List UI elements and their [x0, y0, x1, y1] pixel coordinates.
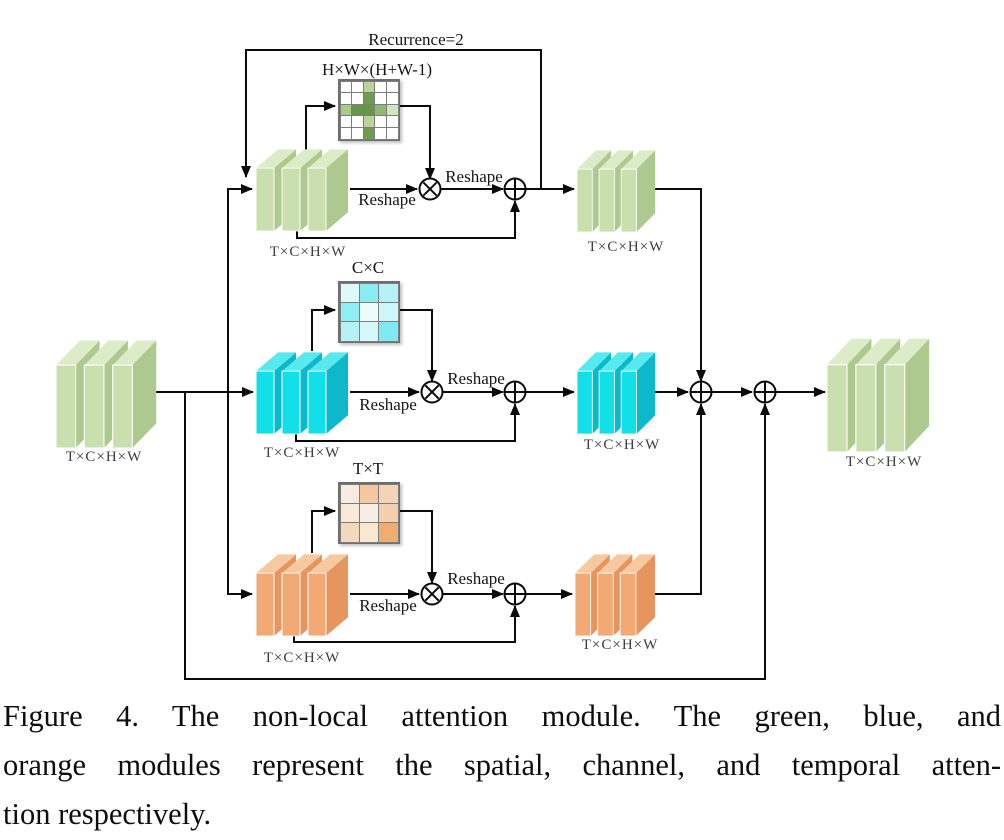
grid-cell [378, 502, 399, 524]
spatial-add-icon [503, 177, 527, 201]
grid-cell [358, 301, 380, 323]
output-dims-label: T×C×H×W [845, 454, 923, 470]
grid-cell [378, 321, 399, 342]
grid-cell [339, 282, 360, 303]
temporal-blocks-to-map-line [311, 506, 336, 553]
temporal-reshape-label-2: Reshape [447, 569, 505, 588]
grid-cell [378, 522, 399, 543]
recurrence-feedback-line [241, 49, 542, 189]
caption-line-2: orange modules represent the spatial, ch… [3, 748, 1001, 782]
temporal-add-icon [503, 582, 527, 606]
spatial-reshape-label-1: Reshape [358, 190, 416, 209]
spatial-blocks-to-map-line [305, 101, 336, 150]
grid-cell [339, 522, 360, 543]
grid-cell [339, 502, 360, 524]
spatial-multiply-icon [418, 177, 442, 201]
spatial-attention-map [338, 79, 400, 141]
grid-cell [358, 483, 380, 504]
grid-cell [339, 321, 360, 342]
spatial-reshape-label-2: Reshape [445, 167, 503, 186]
temporal-output-dims-label: T×C×H×W [581, 637, 659, 653]
channel-reshape-label-1: Reshape [359, 395, 417, 414]
spatial-skip-line [296, 200, 520, 239]
spatial-map-label: H×W×(H+W-1) [322, 60, 432, 79]
channel-attention-map [338, 281, 400, 343]
grid-cell [358, 321, 380, 342]
channel-reshape-label-2: Reshape [447, 369, 505, 388]
channel-skip-line [295, 403, 520, 442]
figure-caption: Figure 4. The non-local attention module… [3, 692, 1001, 839]
grid-cell [339, 301, 360, 323]
temporal-reshape-label-1: Reshape [359, 596, 417, 615]
grid-cell [358, 522, 380, 543]
channel-map-to-mul-line [396, 309, 437, 382]
grid-cell [358, 282, 380, 303]
temporal-skip-line [293, 605, 520, 643]
output-tensor-block [826, 338, 930, 453]
connection-lines [132, 49, 826, 680]
input-tensor-block [55, 339, 157, 449]
input-to-spatial-line [227, 184, 253, 392]
grid-cell [378, 282, 399, 303]
channel-add-icon [503, 380, 527, 404]
temporal-out-to-merge-line [650, 403, 706, 595]
spatial-map-to-mul-line [396, 105, 435, 180]
attention-diagram [55, 49, 930, 680]
caption-line-3: tion respectively. [3, 797, 212, 831]
grid-cell [378, 301, 399, 323]
temporal-attention-map [338, 482, 400, 544]
temporal-input-dims-label: T×C×H×W [263, 650, 341, 666]
channel-input-dims-label: T×C×H×W [263, 445, 341, 461]
spatial-out-to-merge-line [650, 188, 706, 382]
channel-map-label: C×C [351, 258, 385, 277]
channel-blocks-to-map-line [311, 305, 336, 351]
input-dims-label: T×C×H×W [65, 449, 143, 465]
channel-output-block [576, 351, 656, 435]
temporal-map-to-mul-line [396, 510, 437, 584]
grid-cell [358, 502, 380, 524]
channel-multiply-icon [420, 380, 444, 404]
temporal-output-block [574, 553, 656, 637]
spatial-input-dims-label: T×C×H×W [269, 244, 347, 260]
temporal-input-block [255, 553, 349, 637]
spatial-output-dims-label: T×C×H×W [587, 239, 665, 255]
merge-add-icon-1 [689, 380, 713, 404]
input-to-temporal-line [227, 392, 253, 599]
caption-line-1: Figure 4. The non-local attention module… [3, 699, 1001, 733]
spatial-input-block [255, 148, 349, 232]
temporal-multiply-icon [420, 582, 444, 606]
channel-output-dims-label: T×C×H×W [583, 437, 661, 453]
grid-cell [339, 483, 360, 504]
grid-cell [385, 126, 399, 140]
temporal-map-label: T×T [352, 459, 384, 478]
recurrence-label: Recurrence=2 [368, 30, 464, 49]
spatial-output-block [576, 149, 656, 233]
channel-input-block [255, 351, 349, 435]
global-skip-line [184, 392, 770, 680]
merge-add-icon-2 [753, 380, 777, 404]
grid-cell [378, 483, 399, 504]
